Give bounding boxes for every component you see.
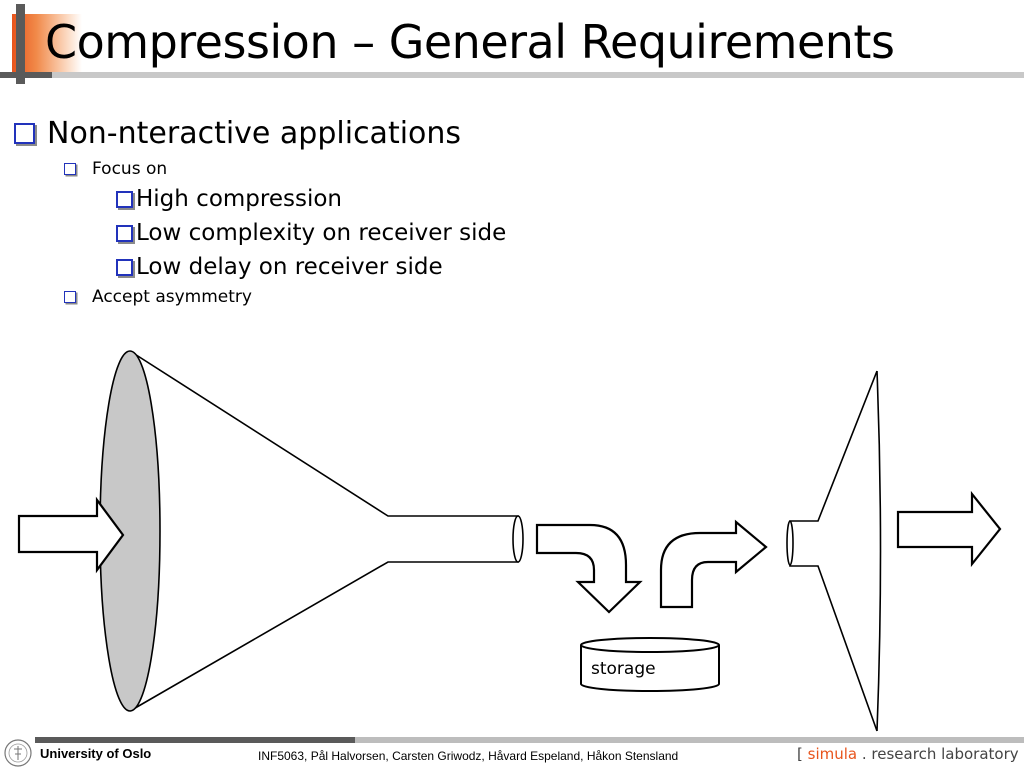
checkbox-bullet-icon <box>116 190 133 208</box>
course-credits: INF5063, Pål Halvorsen, Carsten Griwodz,… <box>258 749 679 763</box>
title-accent-bar <box>16 4 25 84</box>
bullet-text: Low delay on receiver side <box>136 254 443 280</box>
simula-bracket-open: [ <box>797 745 803 763</box>
checkbox-bullet-icon <box>116 258 133 276</box>
checkbox-bullet-icon <box>14 123 35 144</box>
output-arrow <box>896 490 1002 568</box>
bullet-accept-asymmetry: Accept asymmetry <box>64 287 252 307</box>
bullet-focus-on: Focus on <box>64 159 167 179</box>
bullet-text: Low complexity on receiver side <box>136 220 507 246</box>
decoder-funnel-spout <box>786 520 794 566</box>
checkbox-bullet-icon <box>64 163 76 175</box>
arrow-from-storage <box>659 519 768 609</box>
storage-cylinder <box>580 637 720 692</box>
simula-logo: [ simula . research laboratory ] <box>797 745 1024 763</box>
bullet-text: Focus on <box>92 159 168 179</box>
bullet-text: Non-nteractive applications <box>47 116 462 151</box>
checkbox-bullet-icon <box>116 224 133 242</box>
encoder-funnel <box>99 350 524 712</box>
storage-cylinder-top <box>580 637 720 653</box>
slide-title: Compression – General Requirements <box>45 15 895 69</box>
simula-tagline: . research laboratory <box>861 745 1019 763</box>
title-rule <box>0 72 1024 78</box>
decoder-funnel-mouth <box>876 370 882 732</box>
simula-name: simula <box>807 745 858 763</box>
footer-rule <box>35 737 1024 743</box>
bullet-high-compression: High compression <box>116 186 342 212</box>
title-block: Compression – General Requirements <box>0 0 1024 90</box>
checkbox-bullet-icon <box>64 291 76 303</box>
encoder-funnel-body <box>129 350 519 712</box>
bullet-text: Accept asymmetry <box>92 287 252 307</box>
footer-rule-dark <box>35 737 355 743</box>
bullet-non-interactive: Non-nteractive applications <box>14 116 461 151</box>
arrow-to-storage <box>535 523 643 614</box>
university-name: University of Oslo <box>40 746 152 761</box>
bullet-low-complexity: Low complexity on receiver side <box>116 220 506 246</box>
bullet-low-delay: Low delay on receiver side <box>116 254 443 280</box>
decoder-funnel-body <box>789 370 878 732</box>
title-rule-dark <box>0 72 52 78</box>
storage-cylinder-body <box>580 645 720 692</box>
encoder-funnel-spout <box>512 515 524 563</box>
bullet-text: High compression <box>136 186 343 212</box>
input-arrow <box>17 496 125 574</box>
university-seal-icon <box>4 739 32 767</box>
storage-label: storage <box>591 659 656 679</box>
decoder-funnel <box>786 370 882 732</box>
